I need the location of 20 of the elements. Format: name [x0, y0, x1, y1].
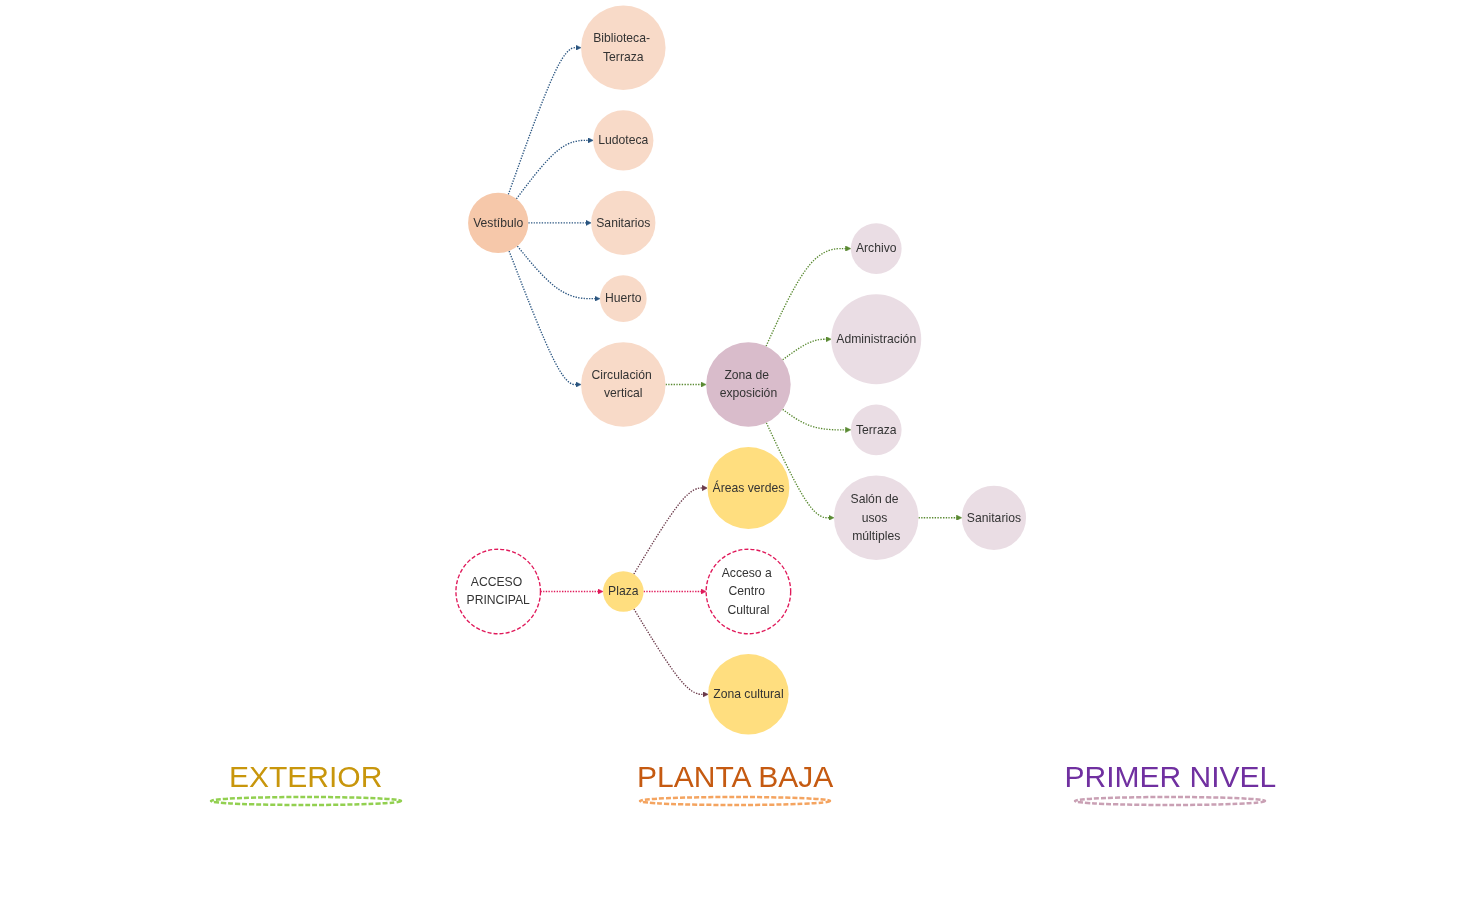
room-bubble: Huerto: [599, 275, 647, 322]
room-bubble: Ludoteca: [593, 110, 654, 171]
room-bubble: Circulación vertical: [581, 342, 666, 427]
level-heading: PLANTA BAJA: [637, 760, 834, 794]
room-bubble: Zona de exposición: [706, 342, 791, 427]
level-heading: EXTERIOR: [229, 760, 383, 794]
room-bubble: Acceso a Centro Cultural: [705, 548, 792, 635]
room-bubble: Sanitarios: [591, 190, 656, 256]
room-bubble: Biblioteca- Terraza: [581, 5, 666, 90]
room-bubble: ACCESO PRINCIPAL: [455, 548, 542, 635]
level-heading: PRIMER NIVEL: [1064, 760, 1277, 794]
room-bubble: Archivo: [850, 223, 902, 274]
room-bubble: Vestíbulo: [468, 192, 529, 253]
room-bubble: Áreas verdes: [707, 447, 790, 529]
room-bubble: Salón de usos múltiples: [833, 475, 919, 561]
room-bubble: Sanitarios: [961, 485, 1027, 550]
room-bubble: Plaza: [603, 571, 644, 612]
room-bubble: Zona cultural: [708, 654, 789, 735]
room-bubble: Terraza: [850, 404, 902, 456]
room-bubble: Administración: [831, 294, 922, 385]
